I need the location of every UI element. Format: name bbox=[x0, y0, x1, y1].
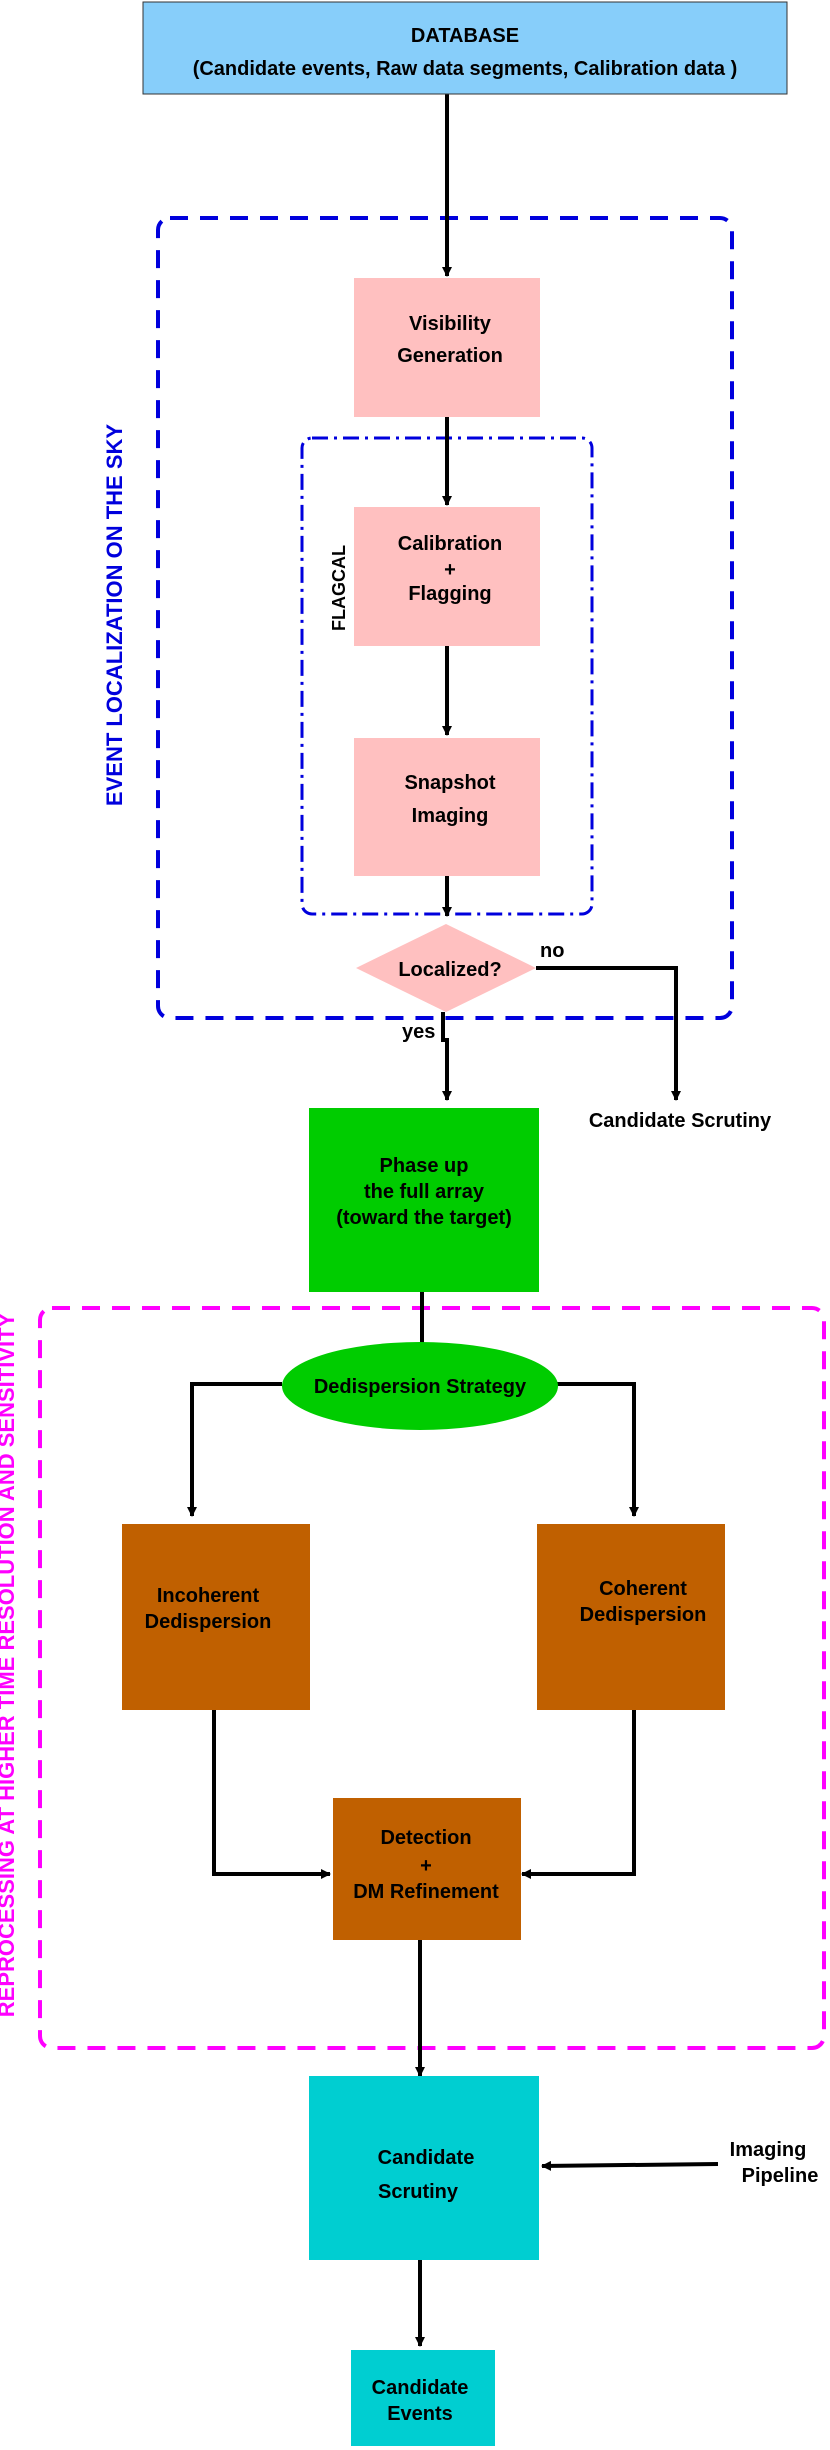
phase-line2: the full array bbox=[364, 1181, 485, 1203]
visibility-line2: Generation bbox=[397, 345, 503, 367]
arrow-strategy-to-coherent bbox=[556, 1382, 639, 1517]
arrow-strategy-to-incoherent bbox=[187, 1382, 282, 1517]
imaging-pipeline-line1: Imaging bbox=[730, 2139, 807, 2161]
detection-line3: DM Refinement bbox=[353, 1881, 499, 1903]
phase-line3: (toward the target) bbox=[336, 1207, 512, 1229]
arrow-localized-yes bbox=[441, 1012, 452, 1101]
candidate-events-line1: Candidate bbox=[372, 2377, 469, 2399]
calibration-line3: Flagging bbox=[408, 583, 491, 605]
visibility-line1: Visibility bbox=[409, 313, 492, 335]
arrow-incoherent-to-detection bbox=[212, 1710, 331, 1879]
coherent-line2: Dedispersion bbox=[580, 1604, 707, 1626]
phase-line1: Phase up bbox=[380, 1155, 469, 1177]
flagcal-label: FLAGCAL bbox=[329, 545, 349, 631]
yes-label: yes bbox=[402, 1021, 435, 1043]
dedispersion-strategy-node bbox=[282, 1342, 558, 1430]
detection-dm-refinement-node bbox=[333, 1798, 521, 1940]
phase-up-node bbox=[309, 1108, 539, 1292]
calibration-line1: Calibration bbox=[398, 533, 502, 555]
arrow-localized-no bbox=[536, 966, 681, 1101]
reprocessing-label: REPROCESSING AT HIGHER TIME RESOLUTION A… bbox=[0, 1312, 19, 2017]
candidate-scrutiny-text: Candidate Scrutiny bbox=[589, 1110, 772, 1132]
calibration-flagging-node bbox=[354, 507, 540, 646]
imaging-pipeline-line2: Pipeline bbox=[742, 2165, 819, 2187]
snapshot-line2: Imaging bbox=[412, 805, 489, 827]
edges bbox=[187, 94, 719, 2347]
candidate-events-node bbox=[351, 2350, 495, 2446]
localized-label: Localized? bbox=[398, 959, 501, 981]
incoherent-line2: Dedispersion bbox=[145, 1611, 272, 1633]
coherent-dedispersion-node bbox=[537, 1524, 725, 1710]
arrow-imaging-pipeline-to-scrutiny bbox=[541, 2160, 719, 2171]
database-node bbox=[142, 1, 788, 95]
visibility-generation-node bbox=[354, 278, 540, 417]
no-label: no bbox=[540, 940, 564, 962]
event-localization-label: EVENT LOCALIZATION ON THE SKY bbox=[102, 424, 127, 806]
arrow-coherent-to-detection bbox=[521, 1710, 636, 1879]
candidate-scrutiny-line2: Scrutiny bbox=[378, 2181, 459, 2203]
calibration-line2: + bbox=[444, 559, 456, 581]
database-title: DATABASE bbox=[411, 25, 519, 47]
candidate-scrutiny-node bbox=[309, 2076, 539, 2260]
reprocessing-group-box bbox=[38, 1306, 826, 2050]
database-subtitle: (Candidate events, Raw data segments, Ca… bbox=[193, 58, 738, 80]
candidate-events-line2: Events bbox=[387, 2403, 453, 2425]
snapshot-line1: Snapshot bbox=[404, 772, 495, 794]
detection-line2: + bbox=[420, 1855, 432, 1877]
detection-line1: Detection bbox=[380, 1827, 471, 1849]
coherent-line1: Coherent bbox=[599, 1578, 687, 1600]
dedispersion-strategy-label: Dedispersion Strategy bbox=[314, 1376, 527, 1398]
incoherent-line1: Incoherent bbox=[157, 1585, 260, 1607]
localized-decision-node bbox=[356, 924, 536, 1012]
candidate-scrutiny-line1: Candidate bbox=[378, 2147, 475, 2169]
incoherent-dedispersion-node bbox=[122, 1524, 310, 1710]
snapshot-imaging-node bbox=[354, 738, 540, 876]
